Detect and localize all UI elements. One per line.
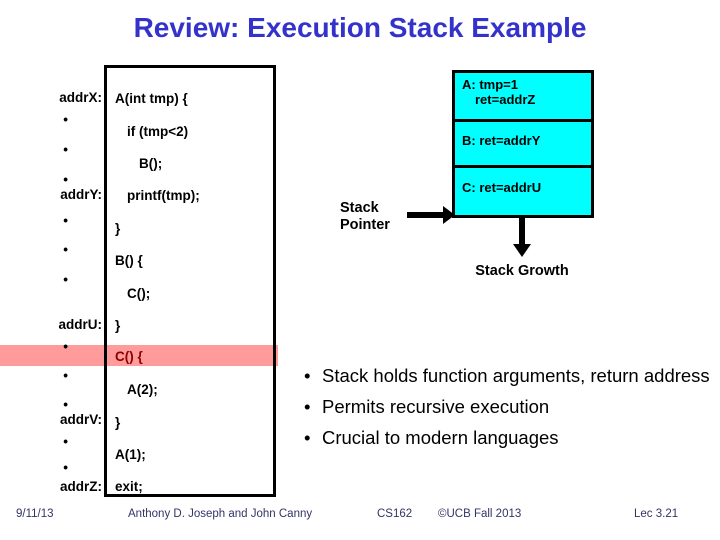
stack-pointer-arrow-shaft [407,212,445,218]
code-line-close-c: } [115,415,121,430]
stack-growth-arrow-shaft [519,218,525,247]
code-line-call-a1: A(1); [115,447,146,462]
address-dot: • [63,272,68,287]
address-dot: • [63,397,68,412]
code-listing-box: A(int tmp) { if (tmp<2) B(); printf(tmp)… [104,65,276,497]
highlight-band [0,345,278,366]
page-title: Review: Execution Stack Example [133,12,587,43]
address-label-addrz: addrZ: [60,479,102,494]
stack-frame-c: C: ret=addrU [455,168,591,215]
stack-pointer-label-line1: Stack [340,200,379,216]
bullet-marker-icon: • [304,427,311,448]
code-line-if: if (tmp<2) [127,124,189,139]
address-dot: • [63,339,68,354]
list-item: • Crucial to modern languages [300,426,710,449]
footer-date: 9/11/13 [16,508,54,520]
code-line-call-a2: A(2); [127,382,158,397]
address-label-addrv: addrV: [59,412,102,427]
bullet-marker-icon: • [304,365,311,386]
bullet-list: • Stack holds function arguments, return… [300,364,710,457]
footer-authors: Anthony D. Joseph and John Canny [128,508,313,520]
address-label-addrx: addrX: [59,90,102,105]
address-dot: • [63,172,68,187]
code-line-close-b: } [115,318,121,333]
address-dot: • [63,242,68,257]
stack-frame-a-line2: ret=addrZ [475,92,536,107]
address-dot: • [63,142,68,157]
stack-frame-c-line1: C: ret=addrU [462,180,542,195]
code-line-close-a: } [115,221,121,236]
bullet-marker-icon: • [304,396,311,417]
list-item-text: Crucial to modern languages [322,427,559,448]
code-line-call-b: B(); [139,156,163,171]
slide-footer: 9/11/13 Anthony D. Joseph and John Canny… [0,508,720,528]
list-item-text: Permits recursive execution [322,396,550,417]
stack-frame-b: B: ret=addrY [455,122,591,168]
stack-frame-a: A: tmp=1 ret=addrZ [455,73,591,122]
address-label-addry: addrY: [60,187,102,202]
address-label-addru: addrU: [58,317,103,332]
address-column: addrX: • • • addrY: • • • addrU: • • • a… [14,65,103,498]
footer-copyright: ©UCB Fall 2013 [438,508,522,520]
code-line-a-decl: A(int tmp) { [115,91,188,106]
code-line-b-decl: B() { [115,253,143,268]
list-item: • Permits recursive execution [300,395,710,418]
footer-course: CS162 [377,508,413,520]
stack-frame-a-line1: A: tmp=1 [462,77,518,92]
stack-growth-arrow-icon [513,244,531,257]
address-dot: • [63,460,68,475]
list-item-text: Stack holds function arguments, return a… [322,365,710,386]
address-dot: • [63,213,68,228]
address-dot: • [63,434,68,449]
stack-pointer-arrow-icon [443,206,455,224]
footer-lecture: Lec 3.21 [634,508,679,520]
stack-pointer-label-line2: Pointer [340,217,390,233]
address-dot: • [63,368,68,383]
stack-frame-b-line1: B: ret=addrY [462,133,541,148]
address-dot: • [63,112,68,127]
stack-frames-diagram: A: tmp=1 ret=addrZ B: ret=addrY C: ret=a… [452,70,594,218]
code-line-call-c: C(); [127,286,151,301]
code-line-c-decl-highlighted: C() { [115,349,143,364]
stack-growth-label: Stack Growth [475,263,569,279]
code-line-exit: exit; [115,479,143,494]
list-item: • Stack holds function arguments, return… [300,364,710,387]
code-line-printf: printf(tmp); [127,188,200,203]
stack-pointer-label: Stack Pointer [340,200,390,234]
